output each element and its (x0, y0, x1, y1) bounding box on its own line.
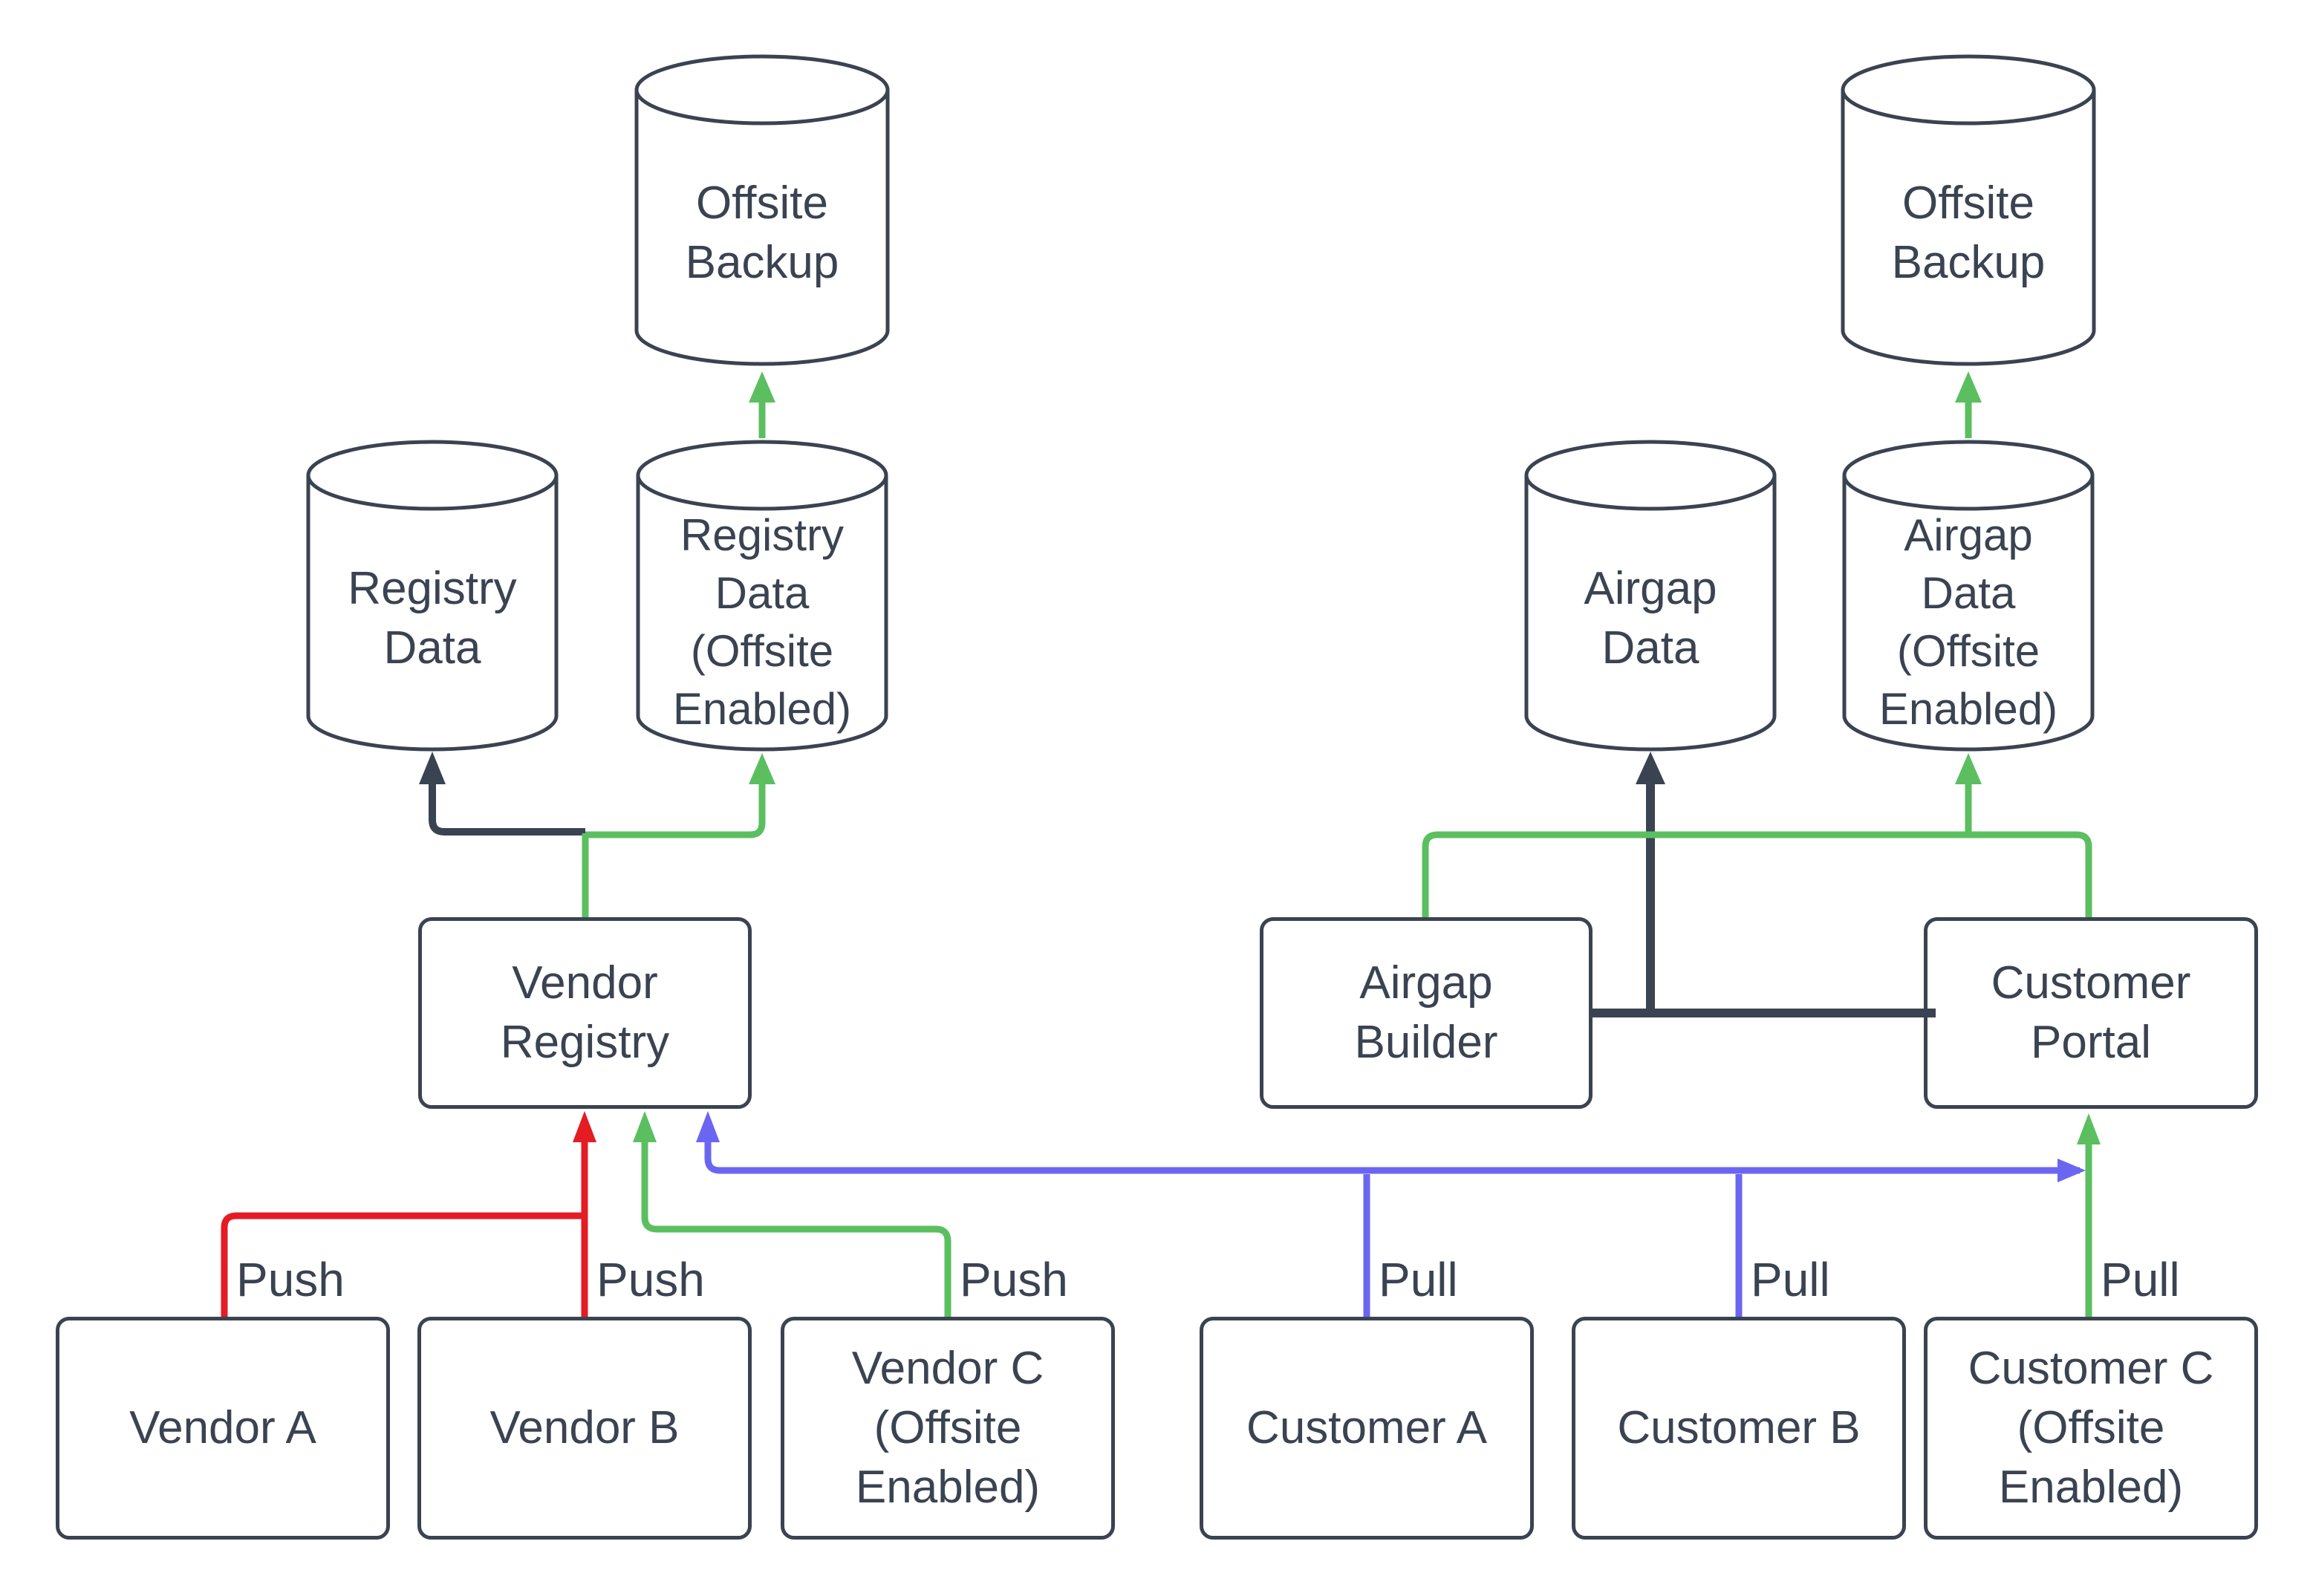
node-label: Airgap Data (Offsite Enabled) (1878, 510, 2058, 734)
edge-registry-to-offsite-data (585, 784, 766, 838)
node-customer-c: Customer C (Offsite Enabled) (1924, 1317, 2258, 1540)
node-airgap-data-offsite: Airgap Data (Offsite Enabled) (1842, 440, 2095, 752)
arrowhead-push-c-into-registry (633, 1111, 657, 1142)
node-label: Customer Portal (1991, 957, 2191, 1068)
edge-label-push-vendor-c: Push (960, 1253, 1068, 1306)
node-registry-data-offsite: Registry Data (Offsite Enabled) (636, 440, 888, 752)
node-customer-portal: Customer Portal (1924, 917, 2258, 1109)
arrowhead-offsite-backup-right (1955, 371, 1982, 403)
edge-label-pull-customer-a: Pull (1379, 1253, 1458, 1306)
node-registry-data: Registry Data (306, 440, 559, 752)
node-label: Vendor B (489, 1402, 680, 1453)
node-vendor-c: Vendor C (Offsite Enabled) (781, 1317, 1115, 1540)
node-label: Registry Data (Offsite Enabled) (672, 510, 852, 734)
node-offsite-backup-right: Offsite Backup (1841, 54, 2096, 366)
node-label: Vendor Registry (500, 957, 670, 1068)
node-label: Airgap Builder (1354, 957, 1498, 1068)
edge-builder-to-portal-green (1422, 831, 2092, 917)
cylinder-shape (636, 440, 888, 752)
node-vendor-registry: Vendor Registry (418, 917, 752, 1109)
node-customer-a: Customer A (1200, 1317, 1534, 1540)
node-customer-b: Customer B (1572, 1317, 1906, 1540)
node-label: Customer A (1246, 1402, 1487, 1453)
arrowhead-airgap-data (1636, 752, 1665, 784)
node-label: Registry Data (348, 563, 517, 674)
arrowhead-pull-trunk-end (2057, 1159, 2086, 1182)
arrowhead-pull-into-registry (696, 1111, 720, 1142)
node-airgap-builder: Airgap Builder (1260, 917, 1593, 1109)
node-label: Vendor C (Offsite Enabled) (851, 1343, 1044, 1513)
edge-label-pull-customer-c: Pull (2101, 1253, 2180, 1306)
cylinder-shape (1841, 54, 2096, 366)
cylinder-shape (1842, 440, 2095, 752)
node-label: Airgap Data (1584, 563, 1717, 674)
edge-label-pull-customer-b: Pull (1751, 1253, 1830, 1306)
cylinder-shape (306, 440, 559, 752)
arrowhead-airgap-offsite-data (1955, 753, 1982, 784)
arrowhead-registry-offsite-data (749, 753, 775, 784)
cylinder-shape (1524, 440, 1777, 752)
node-label: Vendor A (129, 1402, 316, 1453)
arrowhead-pull-c-into-portal (2077, 1113, 2101, 1144)
arrowhead-registry-data (419, 752, 446, 784)
node-vendor-a: Vendor A (56, 1317, 390, 1540)
edge-label-push-vendor-b: Push (596, 1253, 705, 1306)
cylinder-shape (634, 54, 890, 366)
node-label: Customer C (Offsite Enabled) (1968, 1343, 2214, 1513)
node-label: Customer B (1617, 1402, 1861, 1453)
node-label: Offsite Backup (685, 177, 839, 288)
edge-registry-to-registry-data (429, 784, 585, 836)
edge-pull-trunk (704, 1142, 2080, 1174)
node-label: Offsite Backup (1891, 177, 2046, 288)
arrowhead-offsite-backup-left (749, 371, 775, 403)
arrowhead-push-into-registry (573, 1111, 596, 1142)
node-airgap-data: Airgap Data (1524, 440, 1777, 752)
node-offsite-backup-left: Offsite Backup (634, 54, 890, 366)
edge-label-push-vendor-a: Push (236, 1253, 345, 1306)
node-vendor-b: Vendor B (417, 1317, 752, 1540)
